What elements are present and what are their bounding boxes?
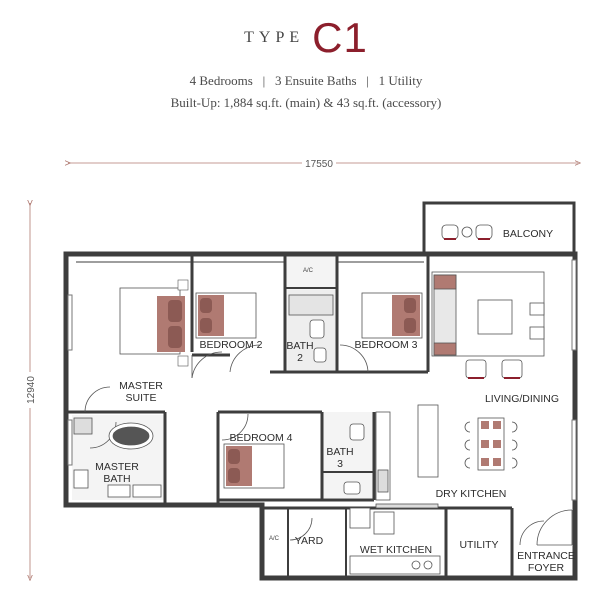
label-yard: YARD bbox=[295, 535, 324, 547]
balcony-chairs bbox=[441, 224, 493, 240]
door-swings bbox=[84, 344, 573, 546]
plan-header: TYPE C1 4 Bedrooms | 3 Ensuite Baths | 1… bbox=[0, 0, 612, 120]
room-summary: 4 Bedrooms | 3 Ensuite Baths | 1 Utility bbox=[0, 73, 612, 89]
label-bedroom4: BEDROOM 4 bbox=[229, 432, 292, 444]
master-bed bbox=[119, 279, 189, 367]
label-ac-1: A/C bbox=[303, 268, 314, 274]
entrance-door bbox=[537, 510, 573, 546]
label-master-suite-2: SUITE bbox=[126, 392, 157, 404]
label-bath2-2: 2 bbox=[297, 352, 303, 364]
label-dry-kitchen: DRY KITCHEN bbox=[436, 488, 507, 500]
bedroom4-bed bbox=[223, 443, 285, 489]
label-bath3-2: 3 bbox=[337, 458, 343, 470]
height-label: 12940 bbox=[26, 376, 37, 404]
label-master-bath-2: BATH bbox=[103, 473, 130, 485]
windows bbox=[67, 259, 577, 501]
dining-table bbox=[464, 417, 518, 471]
bath2-fixtures bbox=[288, 294, 334, 363]
type-word: TYPE bbox=[244, 29, 305, 46]
label-entrance-2: FOYER bbox=[528, 562, 565, 574]
type-code: C1 bbox=[312, 14, 368, 61]
built-up-area: Built-Up: 1,884 sq.ft. (main) & 43 sq.ft… bbox=[170, 95, 442, 110]
label-bath2-1: BATH bbox=[286, 340, 313, 352]
label-bath3-1: BATH bbox=[326, 446, 353, 458]
label-bedroom3: BEDROOM 3 bbox=[354, 339, 417, 351]
label-master-bath-1: MASTER bbox=[95, 461, 139, 473]
label-utility: UTILITY bbox=[459, 539, 498, 551]
label-master-suite-1: MASTER bbox=[119, 380, 163, 392]
label-balcony: BALCONY bbox=[503, 228, 553, 240]
living-furniture bbox=[431, 271, 545, 379]
separator: | bbox=[366, 73, 369, 88]
label-bedroom2: BEDROOM 2 bbox=[199, 339, 262, 351]
label-entrance-1: ENTRANCE bbox=[517, 550, 575, 562]
label-ac-2: A/C bbox=[269, 536, 280, 542]
type-title: TYPE C1 bbox=[0, 14, 612, 62]
master-bath-fixtures bbox=[73, 417, 162, 498]
width-dimension: 17550 bbox=[68, 157, 578, 170]
separator: | bbox=[262, 73, 266, 88]
bath3-fixtures bbox=[343, 423, 365, 495]
label-living-dining: LIVING/DINING bbox=[485, 393, 559, 405]
bedroom-count: 4 Bedrooms bbox=[189, 73, 253, 88]
bedroom3-bed bbox=[361, 292, 423, 339]
room-labels: BALCONY MASTER SUITE BEDROOM 2 BATH 2 BE… bbox=[95, 228, 575, 574]
label-wet-kitchen: WET KITCHEN bbox=[360, 544, 432, 556]
kitchen-counters bbox=[349, 404, 441, 575]
width-label: 17550 bbox=[305, 159, 333, 170]
bedroom2-bed bbox=[195, 292, 257, 339]
interior-walls bbox=[66, 254, 514, 578]
ensuite-count: 3 Ensuite Baths bbox=[274, 73, 357, 88]
utility-count: 1 Utility bbox=[378, 73, 423, 88]
height-dimension: 12940 bbox=[23, 203, 37, 578]
outer-walls bbox=[63, 201, 578, 581]
